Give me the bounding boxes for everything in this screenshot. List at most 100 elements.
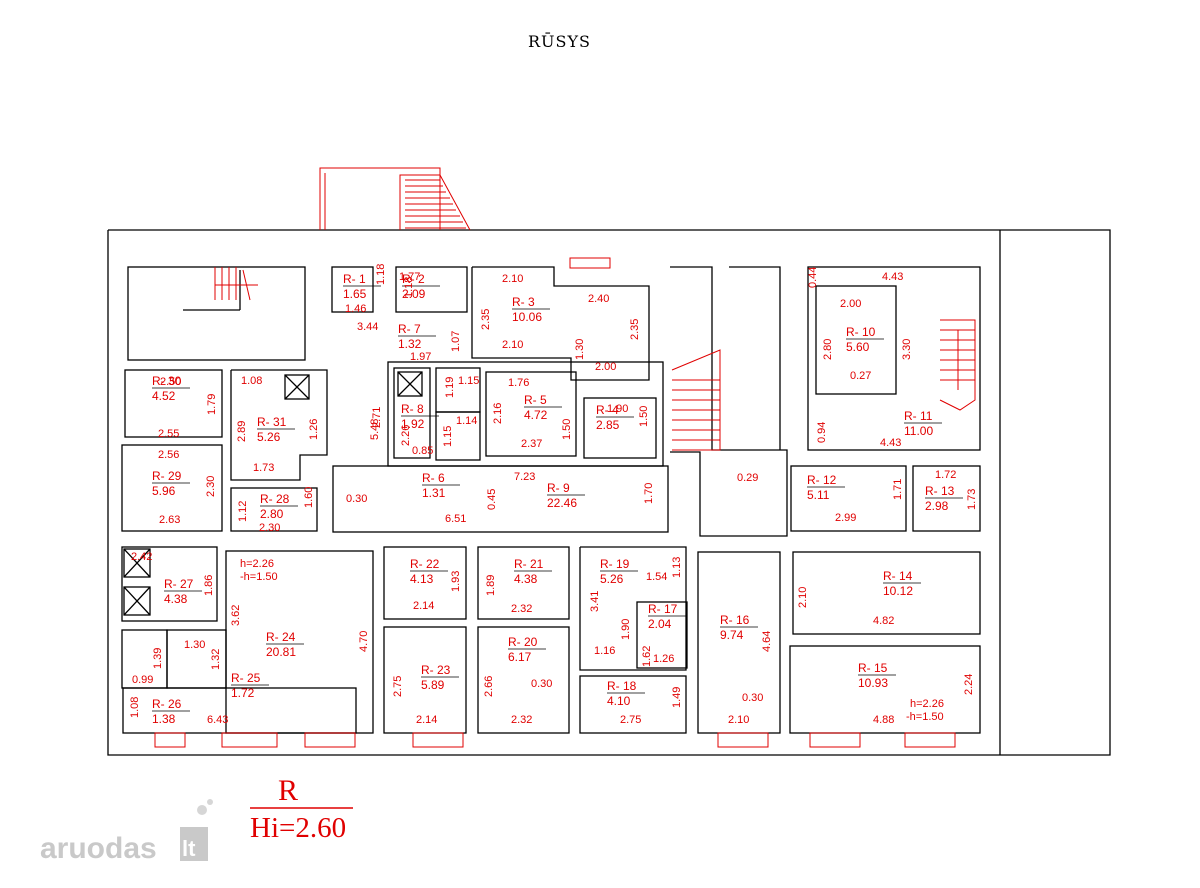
dimension-label: 6.51: [445, 513, 466, 525]
room-area: 6.17: [508, 650, 532, 664]
dimension-label: 0.30: [346, 493, 367, 505]
room-id: R- 12: [807, 473, 837, 487]
room-area: 2.09: [402, 287, 426, 301]
room-area: 5.60: [846, 340, 870, 354]
dimension-label: 2.37: [521, 438, 542, 450]
legend-top: R: [278, 774, 298, 807]
room-id: R- 23: [421, 663, 451, 677]
room-area: 4.13: [410, 572, 434, 586]
room-label: R- 315.26: [257, 415, 295, 444]
dimension-label: 1.90: [607, 403, 628, 415]
dimension-label: 2.35: [480, 309, 492, 330]
room-id: R- 3: [512, 295, 535, 309]
room-area: 1.65: [343, 287, 367, 301]
watermark: aruodas lt: [40, 799, 213, 865]
room-id: R- 21: [514, 557, 544, 571]
room-area: 4.72: [524, 408, 548, 422]
room-label: R- 224.13: [410, 557, 448, 586]
room-area: 4.10: [607, 694, 631, 708]
room-area: 11.00: [904, 424, 933, 438]
dimension-label: 2.99: [835, 512, 856, 524]
dimension-label: 2.10: [797, 587, 809, 608]
dimension-label: 1.89: [485, 575, 497, 596]
room-area: 1.31: [422, 486, 446, 500]
outer-walls: [107, 229, 1111, 756]
dimension-label: 0.29: [737, 472, 758, 484]
dimension-label: 2.66: [483, 676, 495, 697]
dimension-label: 4.43: [882, 271, 903, 283]
dimension-label: 1.97: [410, 351, 431, 363]
dimension-label: 1.13: [671, 557, 683, 578]
dimension-label: 2.26: [400, 425, 412, 446]
dimension-label: 2.10: [502, 273, 523, 285]
dimension-label: 2.75: [392, 676, 404, 697]
dimension-label: 0.44: [807, 267, 819, 288]
room-area: 5.11: [807, 488, 830, 502]
room-label: R- 105.60: [846, 325, 884, 354]
dimension-label: 1.76: [508, 377, 529, 389]
dimension-label: 2.10: [728, 714, 749, 726]
dimension-label: 2.14: [416, 714, 437, 726]
room-area: 5.89: [421, 678, 445, 692]
room-labels: R- 11.65R- 22.09R- 310.06R- 42.85R- 54.7…: [152, 272, 963, 726]
dimension-label: 5.48: [369, 419, 381, 440]
room-id: R- 4: [596, 403, 619, 417]
dimension-label: 2.10: [502, 339, 523, 351]
dimension-label: 2.75: [620, 714, 641, 726]
dimension-label: 2.42: [131, 551, 152, 563]
plan-title: RŪSYS: [528, 31, 591, 51]
dimension-label: 0.30: [742, 692, 763, 704]
room-id: R- 5: [524, 393, 547, 407]
dimension-label: 1.50: [561, 419, 573, 440]
dimension-label: 4.70: [358, 631, 370, 652]
room-id: R- 17: [648, 602, 678, 616]
room-id: R- 25: [231, 671, 261, 685]
room-id: R- 16: [720, 613, 750, 627]
dimension-label: 1.19: [444, 377, 456, 398]
dimension-label: 2.30: [259, 522, 280, 534]
dimension-label: 1.26: [653, 653, 674, 665]
room-id: R- 15: [858, 661, 888, 675]
dimension-label: 0.94: [816, 422, 828, 443]
dimension-label: 3.62: [230, 605, 242, 626]
room-id: R- 20: [508, 635, 538, 649]
room-label: R- 282.80: [260, 492, 298, 521]
room-label: R- 61.31: [422, 471, 460, 500]
dimension-label: 1.39: [152, 648, 164, 669]
room-label: R- 22.09: [402, 272, 440, 301]
room-area: 5.26: [600, 572, 624, 586]
dimension-label: 0.27: [850, 370, 871, 382]
room-area: 10.12: [883, 584, 913, 598]
dimension-label: 1.15: [458, 375, 479, 387]
height-minus-h: -h=1.50: [240, 571, 278, 583]
room-area: 4.52: [152, 389, 176, 403]
room-area: 10.93: [858, 676, 888, 690]
room-id: R- 24: [266, 630, 296, 644]
room-area: 1.38: [152, 712, 176, 726]
dimension-label: 3.44: [357, 321, 378, 333]
dimension-label: 1.77: [399, 271, 420, 283]
dimension-label: 1.26: [308, 419, 320, 440]
room-id: R- 13: [925, 484, 955, 498]
dimension-label: 1.49: [671, 687, 683, 708]
room-label: R- 169.74: [720, 613, 758, 642]
room-area: 1.92: [401, 417, 425, 431]
dimension-label: 6.43: [207, 714, 228, 726]
room-area: 1.72: [231, 686, 255, 700]
room-area: 10.06: [512, 310, 542, 324]
room-area: 1.32: [398, 337, 422, 351]
room-label: R- 71.32: [398, 322, 436, 351]
dimension-label: 1.18: [403, 277, 415, 298]
dimension-label: 2.63: [159, 514, 180, 526]
dimension-label: 1.86: [203, 575, 215, 596]
room-area: 5.26: [257, 430, 281, 444]
room-id: R- 28: [260, 492, 290, 506]
dimension-label: 2.35: [629, 319, 641, 340]
height-note-r24: h=2.26 -h=1.50: [240, 558, 278, 583]
dimension-label: 1.15: [442, 426, 454, 447]
room-id: R- 27: [164, 577, 194, 591]
